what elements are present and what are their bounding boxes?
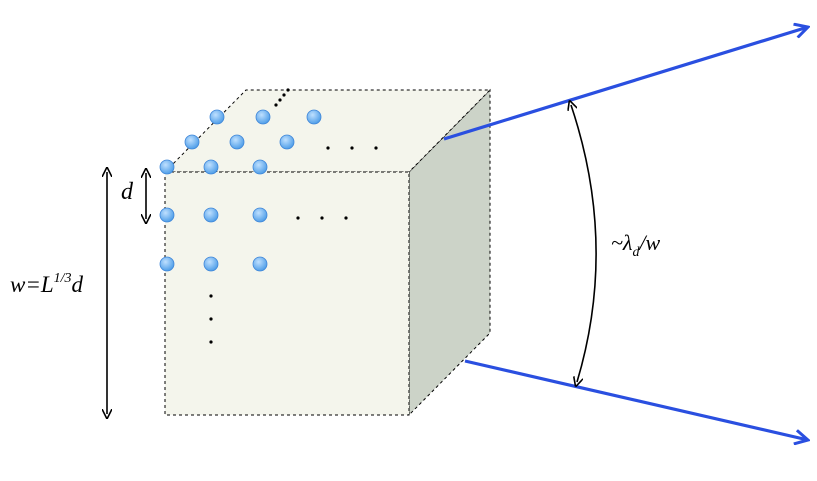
lattice-dot xyxy=(209,109,225,125)
spacing-label: d xyxy=(121,179,134,205)
lattice-dot xyxy=(184,134,200,150)
front-dot-grid xyxy=(159,207,268,272)
lattice-dot xyxy=(159,207,175,223)
angle-label-base: ~λ xyxy=(611,230,632,255)
ellipsis-dot xyxy=(286,88,290,92)
ellipsis-dots xyxy=(209,88,378,344)
width-label: w=L1/3d xyxy=(10,271,84,297)
angle-label-subscript: d xyxy=(632,245,640,260)
lattice-dot xyxy=(252,207,268,223)
cube-top-face xyxy=(163,89,492,173)
lattice-dot xyxy=(159,256,175,272)
ellipsis-dot xyxy=(296,216,300,220)
angle-label-suffix: /w xyxy=(637,230,660,255)
lattice-dot xyxy=(252,159,268,175)
ellipsis-dot xyxy=(278,98,282,102)
lattice-dot xyxy=(203,159,219,175)
lattice-dot xyxy=(279,134,295,150)
beam-upper-arrow xyxy=(443,27,808,141)
ellipsis-dot xyxy=(350,146,354,150)
width-label-exponent: 1/3 xyxy=(54,271,72,286)
ellipsis-dot xyxy=(209,317,213,321)
ellipsis-dot xyxy=(374,146,378,150)
width-label-suffix: d xyxy=(72,272,84,297)
lattice-dot xyxy=(159,159,175,175)
divergence-angle-arc xyxy=(571,105,597,382)
cube-front-face xyxy=(164,171,410,416)
lattice-dot xyxy=(203,256,219,272)
lattice-dot xyxy=(255,109,271,125)
lattice-dot xyxy=(229,134,245,150)
width-label-base: w=L xyxy=(10,272,54,297)
lattice-dot xyxy=(252,256,268,272)
ellipsis-dot xyxy=(326,146,330,150)
ellipsis-dot xyxy=(209,294,213,298)
ellipsis-dot xyxy=(344,216,348,220)
lattice-dot xyxy=(203,207,219,223)
ellipsis-dot xyxy=(320,216,324,220)
ellipsis-dot xyxy=(209,340,213,344)
lattice-dot xyxy=(306,109,322,125)
top-dot-grid xyxy=(159,109,322,175)
ellipsis-dot xyxy=(274,103,278,107)
beam-lower-arrow xyxy=(464,359,808,440)
ellipsis-dot xyxy=(282,93,286,97)
angle-label: ~λd/w xyxy=(611,230,661,260)
